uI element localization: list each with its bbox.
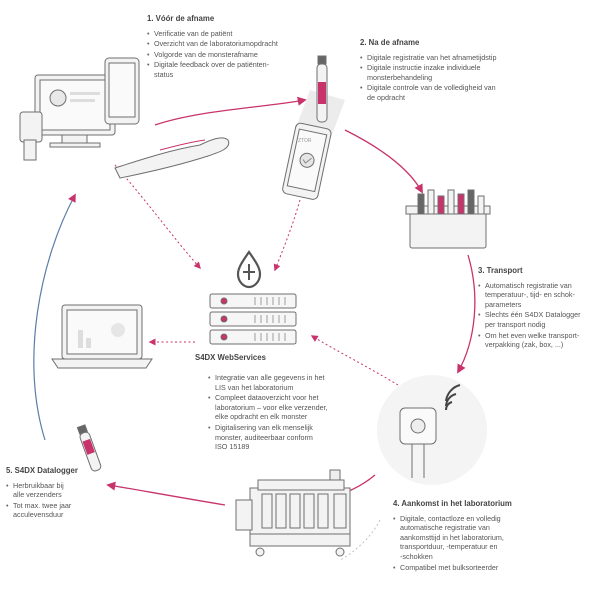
step-1-bullet: Overzicht van de laboratoriumopdracht bbox=[147, 39, 322, 49]
arrow-step2-to-step3 bbox=[344, 129, 423, 194]
step-2-bullet: Digitale controle van de volledigheid va… bbox=[360, 83, 530, 102]
step-3-title: 3. Transport bbox=[478, 266, 523, 275]
dotted-arrow-phone-to-center bbox=[273, 199, 301, 272]
phone-label: ZTOR bbox=[298, 138, 312, 144]
s4dx-logo-icon bbox=[236, 250, 262, 289]
center-bullet: Digitalisering van elk menselijk monster… bbox=[208, 423, 358, 452]
step-3-bullet: Slechts één S4DX Datalogger per transpor… bbox=[478, 310, 596, 329]
step-3-bullet: Automatisch registratie van temperatuur-… bbox=[478, 281, 596, 310]
step-1-title: 1. Vóór de afname bbox=[147, 14, 215, 23]
center-bullet: Integratie van alle gegevens in het LIS … bbox=[208, 373, 358, 392]
datalogger-illustration bbox=[76, 424, 102, 472]
step-3-text: 3. Transport Automatisch registratie van… bbox=[478, 266, 596, 351]
step-4-title: 4. Aankomst in het laboratorium bbox=[393, 499, 512, 508]
tube-rack-illustration bbox=[405, 189, 491, 249]
step-4-bullet: Digitale, contactloze en volledig automa… bbox=[393, 514, 543, 562]
step-2-title: 2. Na de afname bbox=[360, 38, 420, 47]
conveyor-machine-illustration bbox=[235, 469, 351, 557]
step-5-bullet: Herbruikbaar bij alle verzenders bbox=[6, 481, 106, 500]
arrow-step5-to-step1 bbox=[106, 481, 226, 506]
center-title: S4DX WebServices bbox=[195, 353, 266, 362]
server-stack-illustration bbox=[209, 293, 297, 345]
step-4-text: 4. Aankomst in het laboratorium Digitale… bbox=[393, 499, 543, 573]
step-5-bullet: Tot max. twee jaar acculevensduur bbox=[6, 501, 106, 520]
workstation-illustration bbox=[19, 57, 230, 179]
step-1-text: 1. Vóór de afname Verificatie van de pat… bbox=[147, 14, 322, 81]
step-3-bullet: Om het even welke transport- verpakking … bbox=[478, 331, 596, 350]
step-2-bullet: Digitale instructie inzake individuele m… bbox=[360, 63, 530, 82]
dotted-arrow-step4 bbox=[339, 519, 381, 561]
center-bullet: Compleet dataoverzicht voor het laborato… bbox=[208, 393, 358, 422]
reader-illustration bbox=[377, 375, 487, 485]
step-5-title: 5. S4DX Datalogger bbox=[6, 466, 78, 475]
step-2-bullet: Digitale registratie van het afnametijds… bbox=[360, 53, 530, 63]
step-5-text: 5. S4DX Datalogger Herbruikbaar bij alle… bbox=[6, 466, 106, 521]
dotted-arrow-reader-to-center bbox=[310, 335, 399, 386]
arrow-step1-to-step2 bbox=[154, 96, 307, 126]
step-4-bullet: Compatibel met bulksorteerder bbox=[393, 563, 543, 573]
step-1-bullet: Digitale feedback over de patiënten- sta… bbox=[147, 60, 322, 79]
step-2-text: 2. Na de afname Digitale registratie van… bbox=[360, 38, 530, 104]
dotted-arrow-pc-to-center bbox=[114, 164, 201, 270]
arrow-loop-to-start bbox=[33, 193, 76, 441]
step-1-bullet: Volgorde van de monsterafname bbox=[147, 50, 322, 60]
laptop-illustration bbox=[51, 304, 153, 369]
center-text: Integratie van alle gegevens in het LIS … bbox=[208, 373, 358, 453]
arrow-step3-to-step4 bbox=[457, 254, 476, 374]
step-1-bullet: Verificatie van de patiënt bbox=[147, 29, 322, 39]
tube-phone-illustration: ZTOR bbox=[282, 55, 345, 200]
